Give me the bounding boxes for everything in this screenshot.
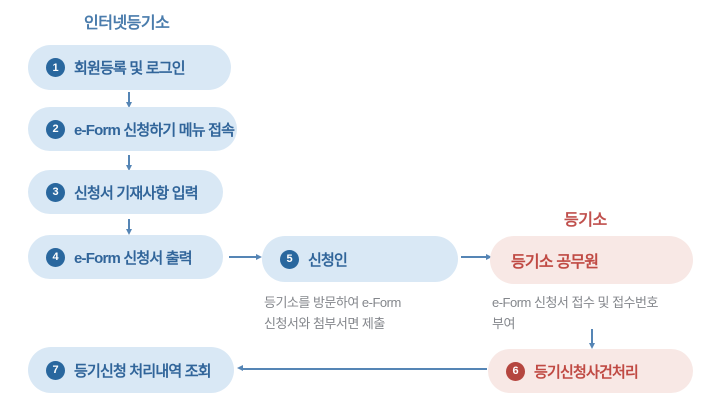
step-4-eform-print: 4 e-Form 신청서 출력 bbox=[28, 235, 223, 279]
step-1-number-badge: 1 bbox=[46, 58, 65, 77]
step-3-number-badge: 3 bbox=[46, 182, 65, 202]
step-5-applicant: 5 신청인 bbox=[262, 236, 458, 282]
officer-description-line-1: e-Form 신청서 접수 및 접수번호 bbox=[492, 295, 658, 310]
step-6-number-badge: 6 bbox=[506, 361, 525, 381]
arrow-down-officer-to-step6 bbox=[588, 329, 595, 349]
step-2-eform-menu-access: 2 e-Form 신청하기 메뉴 접속 bbox=[28, 107, 237, 151]
step-3-label: 신청서 기재사항 입력 bbox=[74, 184, 199, 202]
step-2-label: e-Form 신청하기 메뉴 접속 bbox=[74, 121, 235, 139]
step-6-registration-case-processing: 6 등기신청사건처리 bbox=[488, 349, 693, 393]
step-5-description-line-1: 등기소를 방문하여 e-Form bbox=[264, 295, 401, 310]
registry-officer-label: 등기소 공무원 bbox=[511, 254, 599, 271]
step-7-label: 등기신청 처리내역 조회 bbox=[74, 362, 212, 380]
step-5-number-badge: 5 bbox=[280, 249, 299, 269]
officer-description: e-Form 신청서 접수 및 접수번호 부여 bbox=[492, 292, 658, 334]
arrow-right-step4-to-step5 bbox=[229, 253, 262, 260]
arrow-left-step6-to-step7 bbox=[237, 365, 487, 371]
officer-description-line-2: 부여 bbox=[492, 316, 515, 331]
step-4-number-badge: 4 bbox=[46, 247, 65, 267]
step-7-number-badge: 7 bbox=[46, 360, 65, 380]
arrow-down-step3-to-step4 bbox=[125, 219, 132, 235]
step-4-label: e-Form 신청서 출력 bbox=[74, 249, 193, 267]
step-1-member-registration-login: 1 회원등록 및 로그인 bbox=[28, 45, 231, 90]
internet-registry-lane-title: 인터넷등기소 bbox=[84, 15, 170, 32]
step-7-processing-history-inquiry: 7 등기신청 처리내역 조회 bbox=[28, 347, 234, 393]
registry-office-lane-title: 등기소 bbox=[564, 212, 607, 229]
step-5-description-line-2: 신청서와 첨부서면 제출 bbox=[264, 316, 385, 331]
step-1-label: 회원등록 및 로그인 bbox=[74, 60, 186, 77]
step-5-label: 신청인 bbox=[308, 251, 348, 269]
step-2-number-badge: 2 bbox=[46, 119, 65, 139]
step-3-application-details-entry: 3 신청서 기재사항 입력 bbox=[28, 170, 223, 214]
arrow-down-step1-to-step2 bbox=[125, 92, 132, 108]
registry-officer-box: 등기소 공무원 bbox=[490, 236, 693, 284]
arrow-right-step5-to-officer bbox=[461, 253, 492, 260]
step-6-label: 등기신청사건처리 bbox=[534, 363, 639, 381]
step-5-description: 등기소를 방문하여 e-Form 신청서와 첨부서면 제출 bbox=[264, 292, 401, 334]
arrow-down-step2-to-step3 bbox=[125, 155, 132, 171]
